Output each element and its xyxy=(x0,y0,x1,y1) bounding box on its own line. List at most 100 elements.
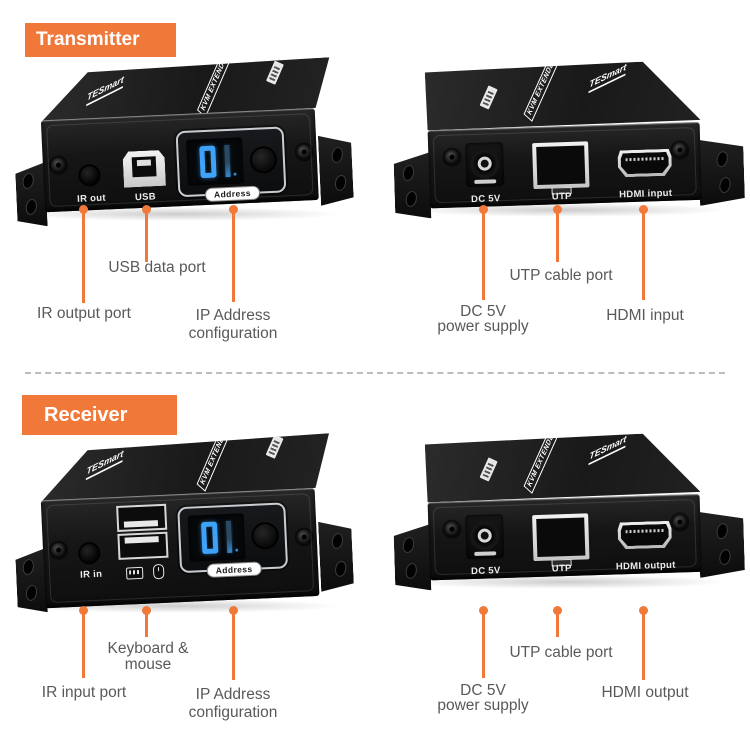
pointer-line xyxy=(82,213,85,303)
brand-logo: TESmart xyxy=(588,62,626,93)
ir-out-port xyxy=(80,165,99,185)
hdmi-input-label: HDMI input xyxy=(606,307,684,324)
pointer-line xyxy=(482,614,485,678)
pointer-dc-power xyxy=(479,205,488,300)
dc-label: DC 5V xyxy=(470,565,501,578)
utp-label: UTP xyxy=(551,190,572,203)
ear-hole xyxy=(24,198,38,216)
label-line: IP Address xyxy=(195,686,271,703)
address-label-pill: Address xyxy=(204,185,261,203)
pointer-utp xyxy=(553,606,562,637)
brand-logo: TESmart xyxy=(86,449,124,481)
ear-hole xyxy=(718,176,732,194)
label-sticker xyxy=(480,85,498,109)
pointer-line xyxy=(232,614,235,680)
mounting-ear-right xyxy=(318,134,354,205)
dc-label: DC 5V xyxy=(470,193,501,206)
dc-power-jack xyxy=(465,514,505,560)
usb-a-port-bottom xyxy=(117,531,169,560)
keyboard-icon xyxy=(125,566,144,580)
pointer-dot xyxy=(553,205,562,214)
label-sticker xyxy=(266,61,284,85)
screw xyxy=(50,157,67,173)
pointer-dot xyxy=(553,606,562,615)
pointer-ir-output xyxy=(79,205,88,303)
utp-cable-port-label: UTP cable port xyxy=(509,267,613,284)
pointer-ip-address xyxy=(229,606,238,680)
label-sticker xyxy=(266,435,284,459)
keyboard-mouse-label: Keyboard & mouse xyxy=(108,641,189,673)
ear-hole xyxy=(404,190,418,208)
top-print: KVM EXTENDER xyxy=(524,51,561,122)
ir-out-label: IR out xyxy=(76,192,107,205)
pointer-dot xyxy=(639,606,648,615)
screw xyxy=(296,529,313,545)
pointer-dot xyxy=(479,205,488,214)
pointer-dot xyxy=(142,606,151,615)
ear-hole xyxy=(21,558,35,576)
ear-hole xyxy=(334,560,348,578)
label-line: power supply xyxy=(437,696,529,714)
mounting-ear-left xyxy=(393,524,431,591)
decimal-dot xyxy=(215,549,219,553)
ear-hole xyxy=(330,532,344,550)
pointer-line xyxy=(232,213,235,302)
usb-a-ports xyxy=(116,503,169,560)
back-panel: DC 5V UTP HDMI output xyxy=(427,493,702,581)
rj45-cavity xyxy=(536,517,586,557)
pointer-keyboard-mouse xyxy=(142,606,151,637)
pointer-hdmi-input xyxy=(639,205,648,300)
pointer-line xyxy=(145,614,148,637)
ir-in-port xyxy=(79,543,99,563)
brand-logo: TESmart xyxy=(588,434,626,465)
mounting-ear-right xyxy=(698,511,745,578)
ear-hole xyxy=(404,562,418,580)
decimal-dot xyxy=(233,172,237,176)
utp-cable-port-label: UTP cable port xyxy=(509,644,613,661)
top-print: KVM EXTENDER xyxy=(197,46,233,118)
ear-hole xyxy=(401,536,415,554)
address-button xyxy=(251,147,276,172)
ip-address-config-label: IP Address configuration xyxy=(189,686,278,722)
ear-hole xyxy=(334,174,348,192)
utp-label: UTP xyxy=(551,562,572,575)
back-panel: DC 5V UTP HDMI input xyxy=(427,121,702,209)
screw xyxy=(444,521,460,537)
brand-logo: TESmart xyxy=(86,75,124,107)
transmitter-back-device: KVM EXTENDER TESmart DC 5V UTP xyxy=(391,59,746,222)
mounting-ear-right xyxy=(318,520,354,591)
pointer-dot xyxy=(142,205,151,214)
ir-input-port-label: IR input port xyxy=(41,684,127,701)
usb-data-port-label: USB data port xyxy=(108,259,206,276)
digit-1 xyxy=(224,144,231,178)
label-line: mouse xyxy=(124,656,172,673)
section-divider xyxy=(25,372,725,374)
hdmi-cavity xyxy=(620,152,669,174)
pointer-dc-power xyxy=(479,606,488,678)
decimal-dot xyxy=(235,548,239,552)
receiver-badge: Receiver xyxy=(22,395,177,435)
address-display-panel: Address xyxy=(177,502,289,578)
dc-jack-base xyxy=(474,551,497,556)
pointer-dot xyxy=(229,205,238,214)
hdmi-label: HDMI output xyxy=(615,559,676,573)
usb-tongue xyxy=(123,520,159,528)
seven-segment-display xyxy=(187,513,246,562)
pointer-line xyxy=(482,213,485,300)
dc-power-jack xyxy=(465,142,505,188)
digit-1 xyxy=(225,520,233,553)
pointer-line xyxy=(82,614,85,678)
pointer-ip-address xyxy=(229,205,238,302)
label-line: configuration xyxy=(188,325,278,342)
receiver-front-device: TESmart KVM EXTENDER IR in xyxy=(11,430,353,617)
ear-hole xyxy=(21,172,35,190)
mounting-ear-right xyxy=(698,139,745,206)
ir-in-label: IR in xyxy=(79,568,103,581)
usb-tongue xyxy=(124,536,159,544)
screw xyxy=(444,149,460,165)
pointer-usb-data xyxy=(142,205,151,262)
pointer-hdmi-output xyxy=(639,606,648,680)
address-button xyxy=(253,523,278,548)
screw xyxy=(672,142,688,158)
pointer-dot xyxy=(639,205,648,214)
